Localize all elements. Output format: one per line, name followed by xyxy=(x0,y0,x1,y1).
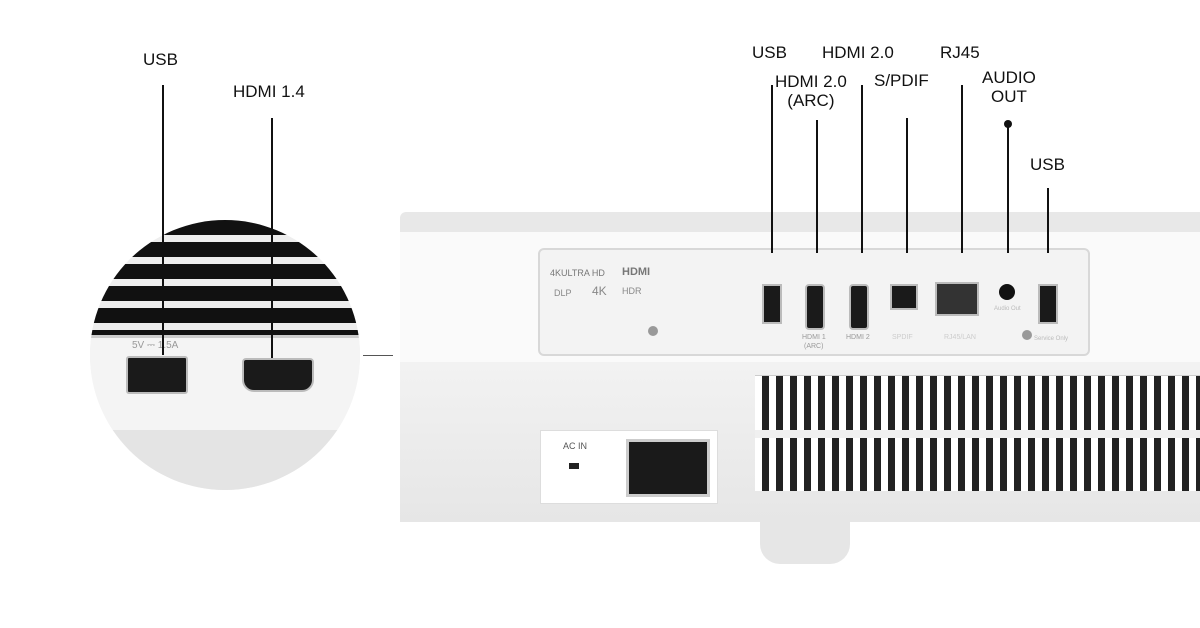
vent-grille xyxy=(90,220,360,335)
spdif-port xyxy=(890,284,918,310)
label-rj45: RJ45 xyxy=(940,43,980,62)
hdr-logo: HDR xyxy=(622,286,642,296)
usb-rating: 5V ⎓ 1.5A xyxy=(132,340,179,351)
callout-line xyxy=(961,85,963,253)
callout-line xyxy=(816,120,818,253)
projector-foot xyxy=(760,522,850,564)
callout-line xyxy=(1047,188,1049,253)
label-hdmi-20: HDMI 2.0 xyxy=(822,43,894,62)
callout-line xyxy=(162,85,164,355)
callout-line xyxy=(1007,124,1009,253)
projector-top xyxy=(400,212,1200,232)
usb-service-port xyxy=(1038,284,1058,324)
label-spdif: S/PDIF xyxy=(874,71,929,90)
inset-pointer-line xyxy=(363,355,393,356)
hdmi1-port xyxy=(805,284,825,330)
label-hdmi-20-arc: HDMI 2.0 (ARC) xyxy=(775,72,847,110)
arc-print: (ARC) xyxy=(804,343,824,350)
hdmi2-print: HDMI 2 xyxy=(846,334,870,341)
screw-icon xyxy=(1022,330,1032,340)
rj45-port xyxy=(935,282,979,316)
label-usb-left: USB xyxy=(143,50,178,69)
power-inlet: AC IN xyxy=(540,430,718,504)
hdmi1-print: HDMI 1 xyxy=(802,334,826,341)
hdmi-logo: HDMI xyxy=(622,266,651,278)
callout-line xyxy=(771,85,773,253)
spdif-print: SPDIF xyxy=(892,334,913,341)
rj45-print: RJ45/LAN xyxy=(944,334,976,341)
service-print: Service Only xyxy=(1034,336,1069,342)
ultra-hd-logo: 4KULTRA HD xyxy=(550,268,605,278)
callout-line xyxy=(906,118,908,253)
hdmi2-port xyxy=(849,284,869,330)
callout-dot xyxy=(1004,120,1012,128)
4k-logo: 4K xyxy=(592,284,607,298)
inset-zoom: 5V ⎓ 1.5A xyxy=(90,220,360,490)
dlp-logo: DLP xyxy=(554,288,572,298)
callout-line xyxy=(271,118,273,358)
audio-jack xyxy=(999,284,1015,300)
label-usb: USB xyxy=(752,43,787,62)
label-hdmi-14: HDMI 1.4 xyxy=(233,82,305,101)
lock-slot xyxy=(569,463,579,469)
usb-port-large xyxy=(126,356,188,394)
ac-in-label: AC IN xyxy=(563,441,588,451)
label-usb-service: USB xyxy=(1030,155,1065,174)
audio-print: Audio Out xyxy=(994,306,1021,312)
usb-port xyxy=(762,284,782,324)
screw-icon xyxy=(648,326,658,336)
port-panel: 4KULTRA HD HDMI DLP 4K HDR HDMI 1 (ARC) … xyxy=(538,248,1090,356)
callout-line xyxy=(861,85,863,253)
label-audio-out: AUDIO OUT xyxy=(982,68,1036,106)
ac-socket xyxy=(626,439,710,497)
hdmi-port-large xyxy=(242,358,314,392)
